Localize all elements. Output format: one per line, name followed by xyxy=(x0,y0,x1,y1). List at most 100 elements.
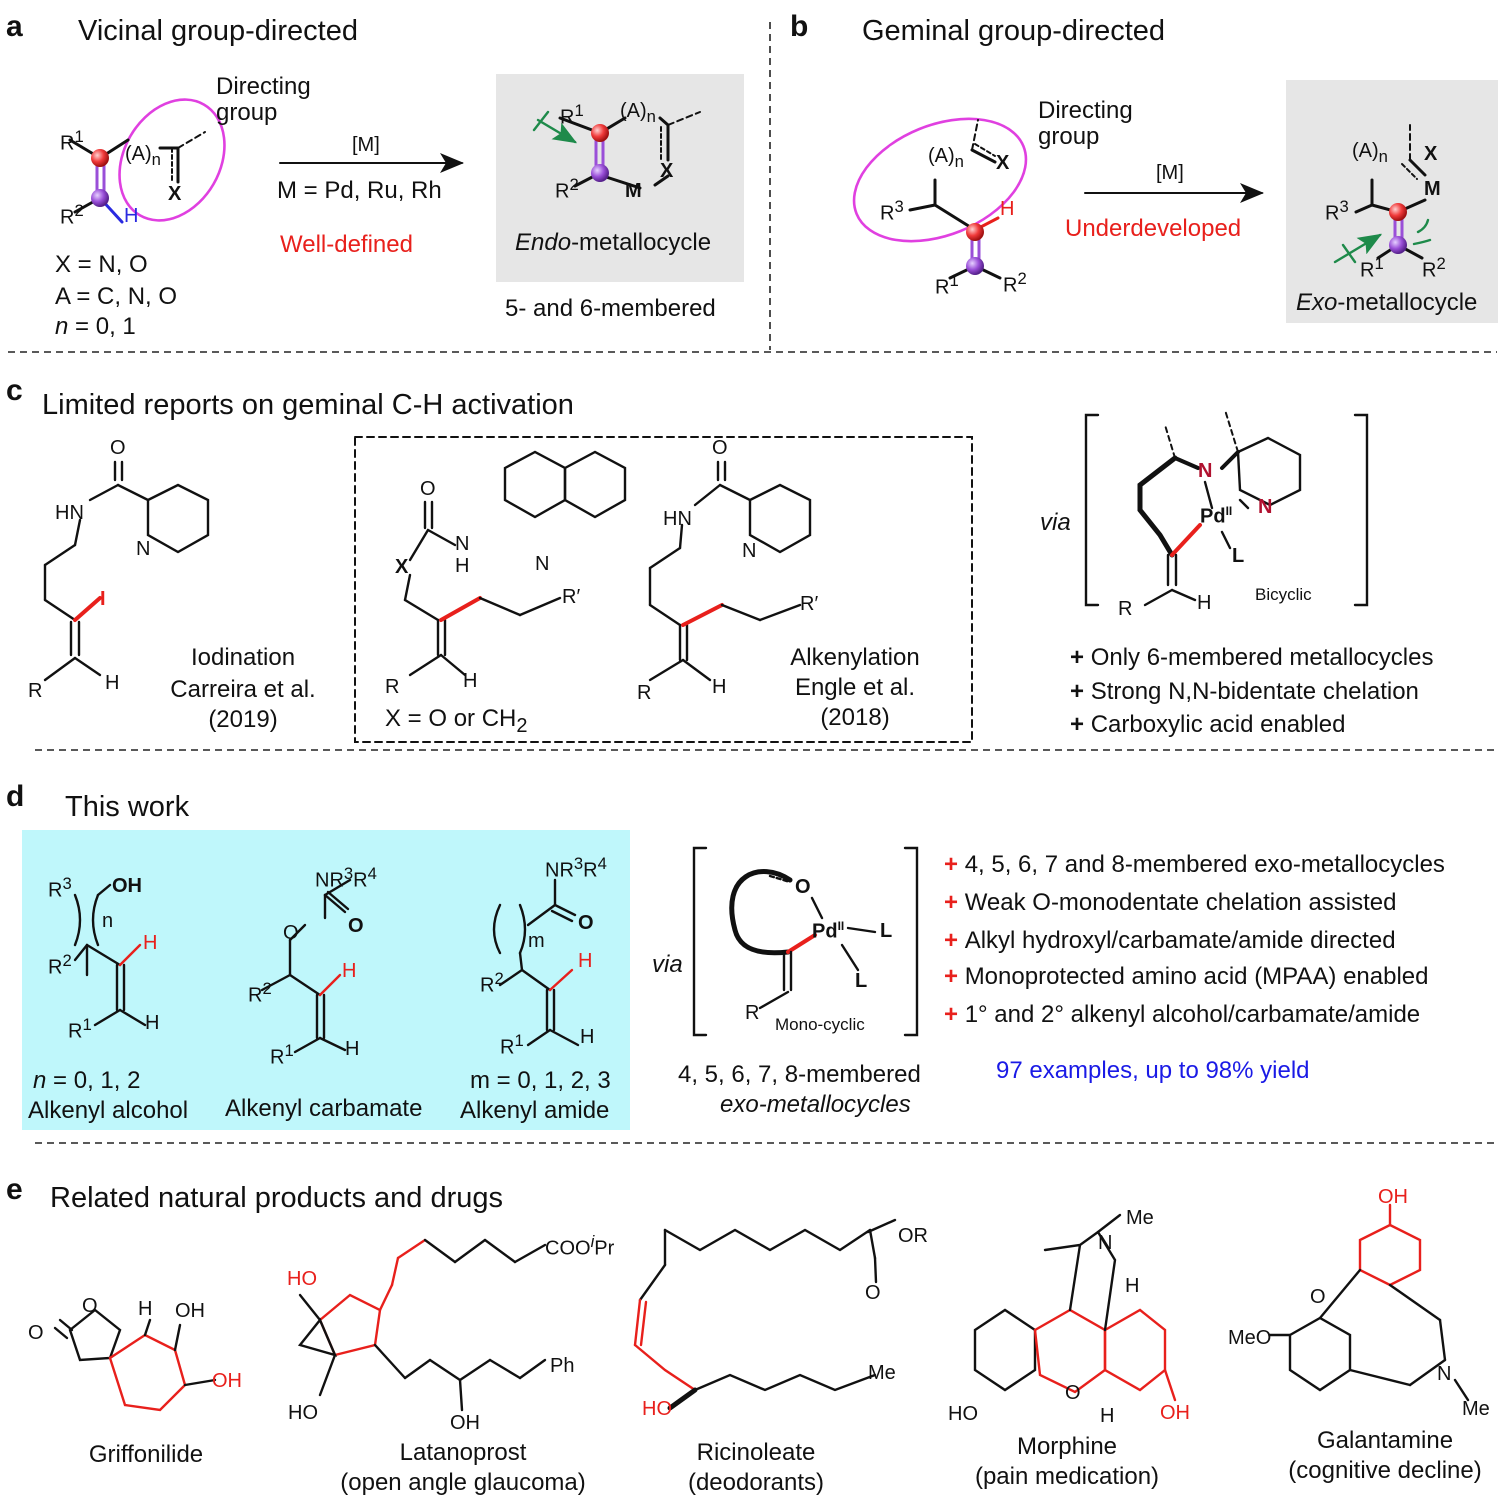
prod-b-a: (A)n xyxy=(1352,140,1388,166)
d2-h: H xyxy=(342,960,357,982)
prod-b-r2: R2 xyxy=(1422,254,1446,282)
x-label: X xyxy=(168,183,182,205)
metals-label: M = Pd, Ru, Rh xyxy=(277,177,442,204)
ric-or: OR xyxy=(898,1225,928,1247)
c2-r-alk: R xyxy=(385,676,400,698)
panel-dividers xyxy=(8,22,1497,1144)
d1-h: H xyxy=(143,932,158,954)
griff-h: H xyxy=(138,1298,153,1320)
lat-ester: COOiPr xyxy=(545,1232,615,1260)
status-well-defined: Well-defined xyxy=(280,231,413,258)
b-a-label: (A)n xyxy=(928,145,964,171)
d3-m: m xyxy=(528,930,545,952)
comparison-box xyxy=(354,436,973,743)
d2-r1: R1 xyxy=(270,1041,294,1069)
d3-h2: H xyxy=(580,1026,595,1048)
griff-oh2: OH xyxy=(212,1370,242,1392)
mor-n: N xyxy=(1098,1232,1113,1254)
compound-name-2: Latanoprost xyxy=(399,1439,527,1466)
product-x: X xyxy=(660,160,674,182)
panel-label-c: c xyxy=(6,374,23,407)
panel-label-e: e xyxy=(6,1173,23,1206)
panel-c-drawing xyxy=(43,409,1369,743)
c-point-3: + Carboxylic acid enabled xyxy=(1070,711,1346,738)
b-r3-label: R3 xyxy=(880,197,904,225)
gal-o: O xyxy=(1310,1286,1326,1308)
exo-metallocycle-label: Exo-metallocycle xyxy=(1296,289,1478,316)
prod-b-m: M xyxy=(1424,178,1441,200)
bicyclic-label: Bicyclic xyxy=(1255,585,1312,604)
ric-me: Me xyxy=(868,1362,896,1384)
panel-label-b: b xyxy=(790,10,809,43)
panel-d-title: This work xyxy=(65,791,190,823)
monocyclic-label: Mono-cyclic xyxy=(775,1015,865,1034)
c3-n: N xyxy=(742,540,757,562)
d3-o: O xyxy=(578,912,594,934)
panel-e-drawing xyxy=(53,1203,1470,1412)
c3-h: H xyxy=(712,676,727,698)
panel-b-title: Geminal group-directed xyxy=(862,15,1166,47)
c2-x: X xyxy=(395,556,409,578)
compound-use-3: (deodorants) xyxy=(687,1469,825,1496)
product-box-b xyxy=(1286,80,1498,323)
b-x-label: X xyxy=(996,152,1010,174)
c1-iodine: I xyxy=(100,588,106,610)
griff-o1: O xyxy=(28,1322,44,1344)
sub2-name: Alkenyl carbamate xyxy=(225,1095,423,1122)
gal-meo: MeO xyxy=(1228,1327,1272,1349)
via-label-d: via xyxy=(652,951,683,978)
sub3-name: Alkenyl amide xyxy=(460,1097,610,1124)
compound-name-4: Morphine xyxy=(1016,1433,1118,1460)
d-point-2: + Weak O-monodentate chelation assisted xyxy=(944,889,1397,916)
compound-use-5: (cognitive decline) xyxy=(1288,1457,1482,1484)
panel-label-d: d xyxy=(6,780,25,813)
griff-oh1: OH xyxy=(175,1300,205,1322)
d1-h2: H xyxy=(145,1012,160,1034)
panel-d-drawing xyxy=(73,846,919,1054)
ref1-type: Iodination xyxy=(190,644,296,671)
d-ring-sizes: 4, 5, 6, 7, 8-membered xyxy=(678,1061,921,1088)
panel-e-title: Related natural products and drugs xyxy=(50,1182,504,1214)
mor-oh: OH xyxy=(1160,1402,1190,1424)
prod-b-x: X xyxy=(1424,143,1438,165)
d3-r1: R1 xyxy=(500,1031,524,1059)
complex-n2: N xyxy=(1258,496,1273,518)
status-underdeveloped: Underdeveloped xyxy=(1065,215,1242,242)
ref1-year: (2019) xyxy=(208,706,278,733)
r2-label: R2 xyxy=(60,201,84,229)
panel-label-a: a xyxy=(6,10,23,43)
x-definition: X = N, O xyxy=(55,251,148,278)
a-definition: A = C, N, O xyxy=(55,283,178,310)
d-point-3: + Alkyl hydroxyl/carbamate/amide directe… xyxy=(944,927,1396,954)
compound-name-1: Griffonilide xyxy=(88,1441,204,1468)
panel-a-title: Vicinal group-directed xyxy=(78,15,358,47)
ref2-year: (2018) xyxy=(820,704,890,731)
mor-me: Me xyxy=(1126,1207,1154,1229)
c2-o: O xyxy=(420,478,436,500)
d-complex-o: O xyxy=(795,876,811,898)
directing-group-ellipse xyxy=(118,98,226,222)
gal-me: Me xyxy=(1462,1398,1490,1420)
d3-h: H xyxy=(578,950,593,972)
complex-r: R xyxy=(1118,598,1133,620)
c2-n: N xyxy=(535,553,550,575)
c3-r: R′ xyxy=(800,593,819,615)
c2-h: H xyxy=(463,670,478,692)
c1-n: N xyxy=(136,538,151,560)
b-h-label: H xyxy=(1000,198,1015,220)
x-definition-c: X = O or CH2 xyxy=(385,705,528,737)
b-r2-label: R2 xyxy=(1003,269,1027,297)
mor-ho: HO xyxy=(948,1403,978,1425)
product-box-a xyxy=(496,74,744,282)
compound-name-5: Galantamine xyxy=(1316,1427,1454,1454)
d1-n: n xyxy=(102,910,114,932)
product-a: (A)n xyxy=(620,100,656,126)
gal-n: N xyxy=(1437,1363,1452,1385)
reagent-label-b: [M] xyxy=(1156,162,1184,184)
ric-ho: HO xyxy=(642,1398,672,1420)
complex-h: H xyxy=(1197,592,1212,614)
